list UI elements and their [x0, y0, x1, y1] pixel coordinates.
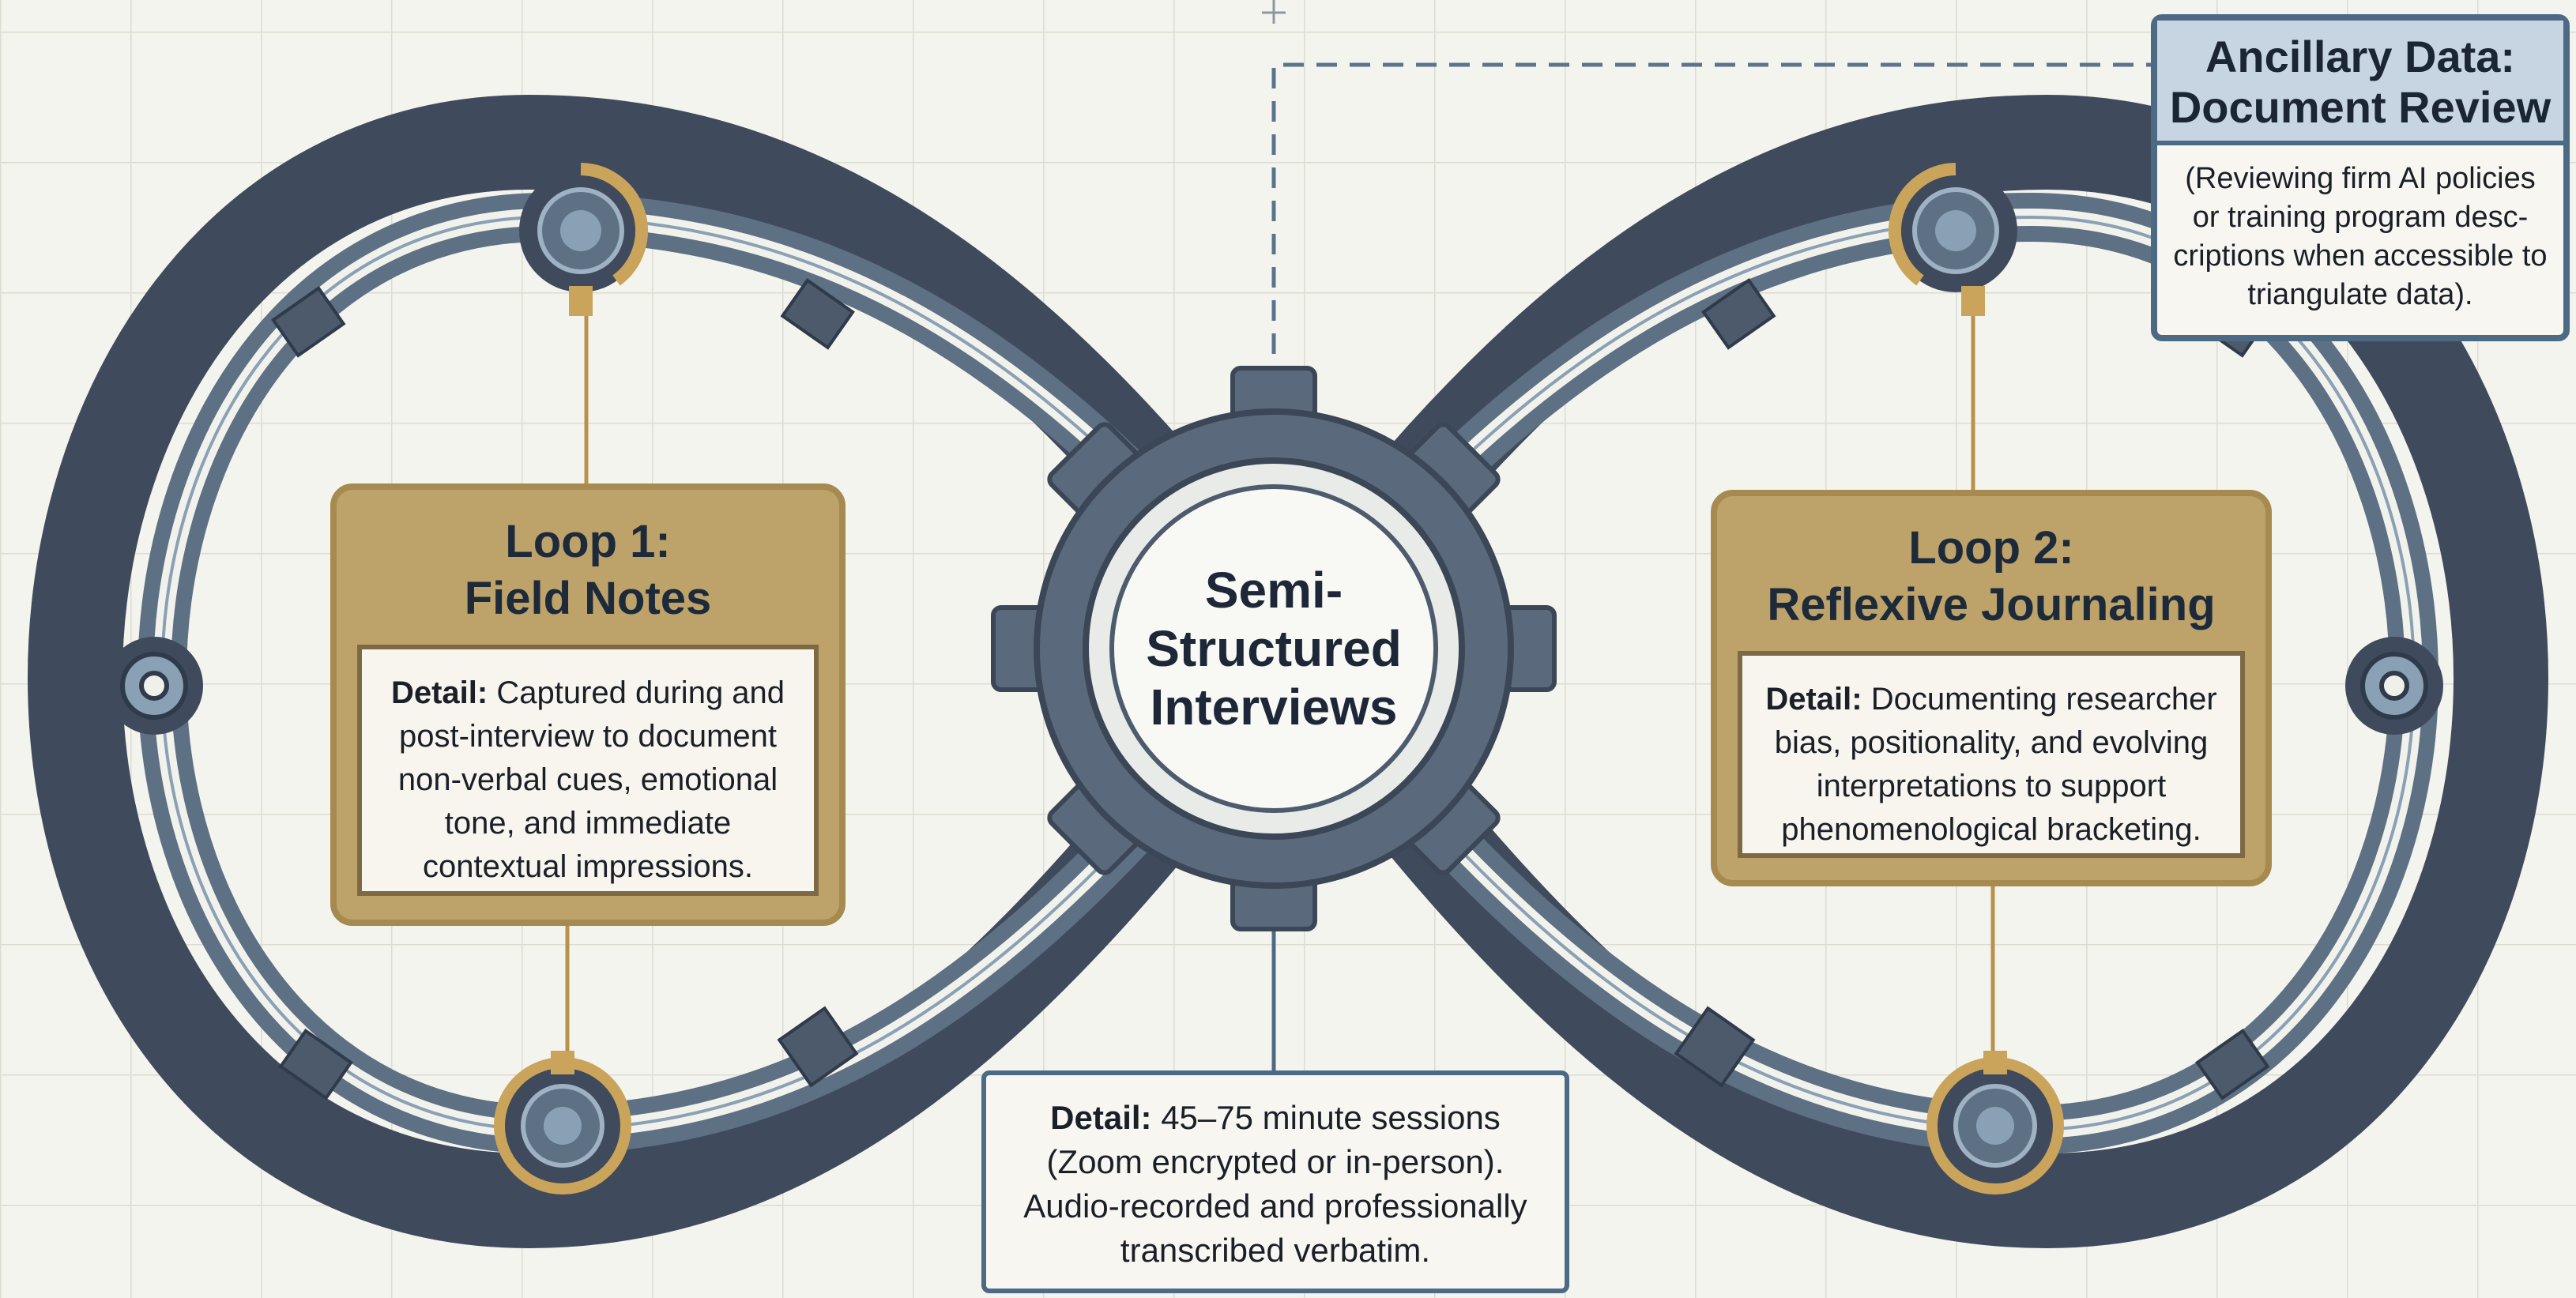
loop2-title-line2: Reflexive Journaling — [1767, 579, 2216, 630]
hinge-node-icon — [1926, 1051, 2064, 1195]
loop2-detail-text: Documenting researcher bias, positionali… — [1774, 682, 2217, 847]
loop1-title-line1: Loop 1: — [505, 516, 671, 567]
bearing-icon — [2345, 637, 2443, 735]
loop1-card: Loop 1: Field Notes Detail: Captured dur… — [330, 483, 845, 926]
detail-label: Detail: — [1050, 1099, 1152, 1136]
loop2-detail-panel: Detail: Documenting researcher bias, pos… — [1738, 651, 2245, 858]
ancillary-title-line1: Ancillary Data: — [2205, 32, 2516, 81]
bearing-icon — [105, 637, 203, 735]
loop2-card: Loop 2: Reflexive Journaling Detail: Doc… — [1711, 490, 2272, 886]
ancillary-body: (Reviewing firm AI policies or training … — [2173, 162, 2548, 311]
hinge-node-icon — [1888, 163, 2017, 316]
gear-icon — [991, 366, 1557, 931]
loop2-title: Loop 2: Reflexive Journaling — [1717, 520, 2265, 634]
hinge-node-icon — [519, 163, 649, 316]
ancillary-title-line2: Document Review — [2169, 82, 2552, 132]
ancillary-title: Ancillary Data: Document Review — [2157, 21, 2563, 145]
interview-detail-card: Detail: 45–75 minute sessions (Zoom encr… — [981, 1070, 1569, 1293]
loop1-detail-panel: Detail: Captured during and post-intervi… — [357, 645, 819, 896]
interview-detail-text: 45–75 minute sessions (Zoom encrypted or… — [1023, 1099, 1527, 1269]
hub-title: Semi- Structured Interviews — [1132, 561, 1416, 736]
hinge-node-icon — [494, 1051, 631, 1195]
loop1-title-line2: Field Notes — [464, 573, 712, 624]
hub-title-line3: Interviews — [1150, 679, 1398, 736]
hub-title-line1: Semi- — [1204, 562, 1343, 619]
loop2-title-line1: Loop 2: — [1908, 522, 2074, 574]
loop1-title: Loop 1: Field Notes — [337, 514, 839, 627]
loop1-detail-text: Captured during and post-interview to do… — [397, 675, 785, 884]
detail-label: Detail: — [1765, 682, 1862, 717]
detail-label: Detail: — [390, 675, 488, 710]
hub-title-line2: Structured — [1146, 620, 1402, 677]
ancillary-connector — [1271, 62, 2151, 553]
ancillary-card: Ancillary Data: Document Review (Reviewi… — [2151, 14, 2570, 341]
